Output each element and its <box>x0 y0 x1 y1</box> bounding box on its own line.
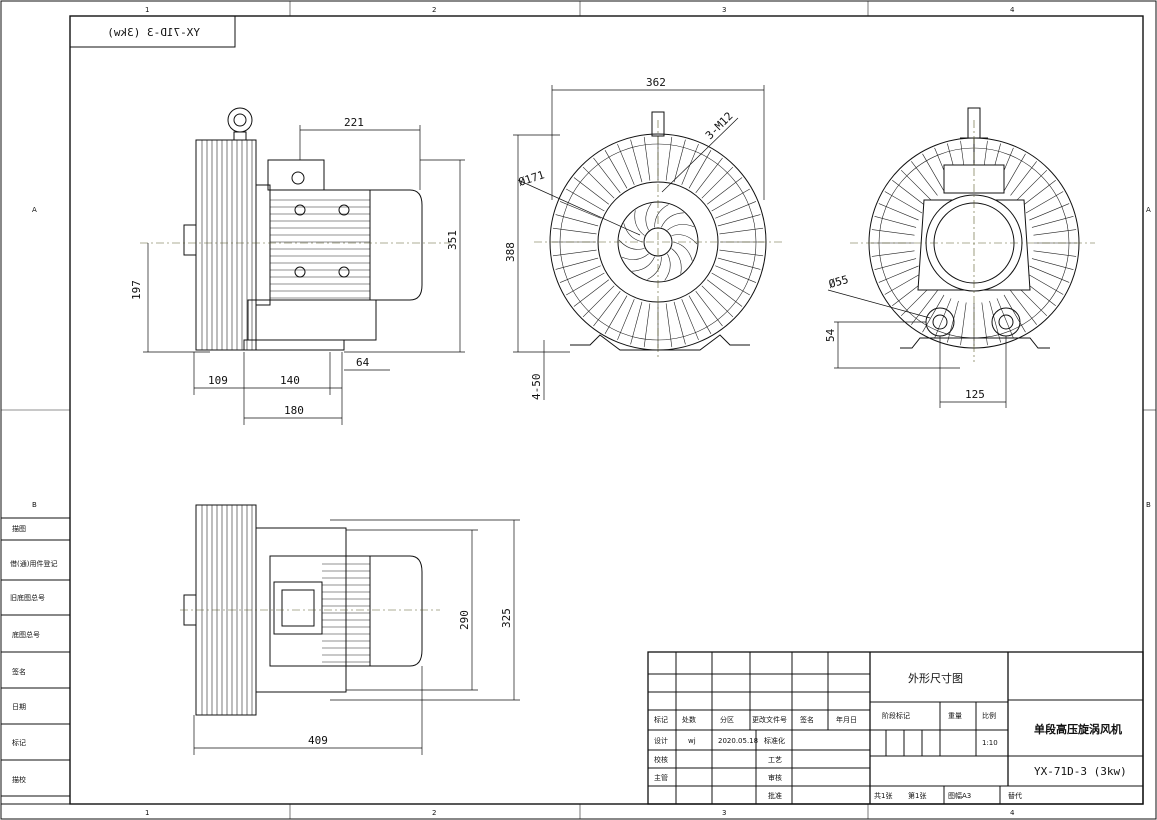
tb-replace: 替代 <box>1008 791 1022 800</box>
zone-bottom-4: 4 <box>1010 809 1015 817</box>
tb-stage-mark: 阶段标记 <box>882 711 910 720</box>
dim-409: 409 <box>308 734 328 747</box>
dim-221: 221 <box>344 116 364 129</box>
zone-bottom-2: 2 <box>432 809 436 817</box>
zone-left-A: A <box>32 206 37 214</box>
tb-scale-value: 1:10 <box>982 739 998 747</box>
dim-64: 64 <box>356 356 370 369</box>
form-row-5: 日期 <box>12 703 26 711</box>
dim-351: 351 <box>446 230 459 250</box>
dim-325: 325 <box>500 608 513 628</box>
tb-design-date: 2020.05.18 <box>718 737 758 745</box>
tb-drawing-title: 外形尺寸图 <box>908 671 963 685</box>
top-label-box <box>69 15 236 48</box>
form-row-4: 签名 <box>12 667 26 676</box>
tb-col-zone: 分区 <box>720 715 734 724</box>
dim-140: 140 <box>280 374 300 387</box>
dim-4-50: 4-50 <box>530 374 543 401</box>
tb-std: 标准化 <box>764 736 785 745</box>
tb-row-supervisor: 主管 <box>654 773 668 782</box>
tb-col-sign: 签名 <box>800 715 814 724</box>
zone-top-3: 3 <box>722 6 726 14</box>
plan-view: 290 325 409 <box>180 504 520 755</box>
left-margin-form: 描图 借(通)用件登记 旧底图总号 底图总号 签名 日期 标记 描校 <box>0 517 71 805</box>
zone-bottom-3: 3 <box>722 809 726 817</box>
tb-row-check: 校核 <box>654 755 668 764</box>
tb-approve: 批准 <box>768 791 782 800</box>
dim-197: 197 <box>130 280 143 300</box>
form-row-7: 描校 <box>12 775 26 784</box>
dim-180: 180 <box>284 404 304 417</box>
dim-362: 362 <box>646 76 666 89</box>
inner-frame <box>69 15 1144 805</box>
tb-model: YX-71D-3 (3kw) <box>1034 765 1127 778</box>
form-row-2: 旧底图总号 <box>10 593 45 602</box>
tb-design-sign: wj <box>688 737 696 745</box>
zone-top-2: 2 <box>432 6 436 14</box>
tb-review: 审核 <box>768 773 782 782</box>
tb-format: 图幅A3 <box>948 791 971 800</box>
front-view: 362 3-M12 Ø171 388 4-50 <box>504 76 782 400</box>
zone-right-A: A <box>1146 206 1151 214</box>
form-row-top: 描图 <box>12 524 26 533</box>
tb-col-mark: 标记 <box>654 715 668 724</box>
dim-290: 290 <box>458 610 471 630</box>
dim-54: 54 <box>824 328 837 342</box>
form-row-1: 借(通)用件登记 <box>10 559 57 568</box>
tb-col-date: 年月日 <box>836 715 857 724</box>
zone-top-1: 1 <box>145 6 149 14</box>
form-row-3: 底图总号 <box>12 630 40 639</box>
form-row-6: 标记 <box>12 738 26 747</box>
zone-left-B: B <box>32 501 37 509</box>
tb-col-docno: 更改文件号 <box>752 715 787 724</box>
dim-125: 125 <box>965 388 985 401</box>
zone-bottom-1: 1 <box>145 809 149 817</box>
tb-scale: 比例 <box>982 711 996 720</box>
dim-3-M12: 3-M12 <box>703 110 736 143</box>
dim-388: 388 <box>504 242 517 262</box>
dim-109: 109 <box>208 374 228 387</box>
tb-sheets: 共1张 <box>874 791 892 800</box>
rear-view: Ø55 54 125 <box>824 107 1095 408</box>
tb-row-design: 设计 <box>654 736 668 745</box>
zone-right-B: B <box>1146 501 1151 509</box>
tb-col-qty: 处数 <box>682 715 696 724</box>
tb-sheet-no: 第1张 <box>908 791 926 800</box>
top-label: YX-71D-3 (3kw) <box>107 26 200 39</box>
title-block: 标记 处数 分区 更改文件号 签名 年月日 设计 wj 2020.05.18 标… <box>647 651 1144 805</box>
zone-top-4: 4 <box>1010 6 1015 14</box>
side-view: 221 351 197 109 140 64 180 <box>130 107 465 425</box>
tb-product-name: 单段高压旋涡风机 <box>1034 722 1122 736</box>
dim-d55: Ø55 <box>827 273 850 291</box>
tb-process: 工艺 <box>768 756 782 764</box>
tb-weight: 重量 <box>948 712 962 720</box>
